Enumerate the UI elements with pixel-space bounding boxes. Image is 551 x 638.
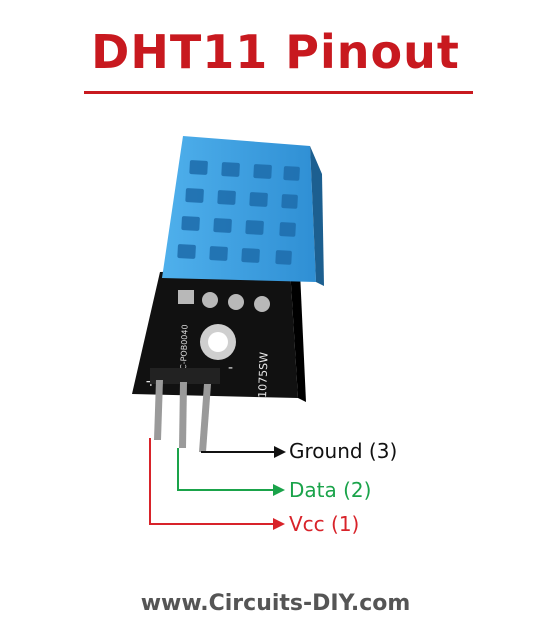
pin-label-ground: Ground (3) [289,439,398,463]
sensor-side [310,146,324,286]
silkscreen-minus: - [228,360,233,376]
ground-connector [201,446,286,458]
page-title: DHT11 Pinout [91,25,460,79]
pin-label-data: Data (2) [289,478,372,502]
sensor-vent-slots [177,160,300,265]
footer-website: www.Circuits-DIY.com [140,591,411,616]
pin-label-vcc: Vcc (1) [289,512,360,536]
silkscreen-part: C-POB0040 [179,324,190,370]
pin-ground-leg [199,384,211,452]
data-connector [177,448,285,496]
title-underline [84,91,473,94]
pcb-edge [290,268,306,402]
silkscreen-code: 1075SW [256,352,271,398]
vcc-connector [149,438,285,530]
sensor-body [162,136,316,282]
pin-data-leg [179,382,187,448]
header-pins [150,368,220,452]
pin-vcc-leg [154,380,163,440]
solder-pads [178,290,270,312]
